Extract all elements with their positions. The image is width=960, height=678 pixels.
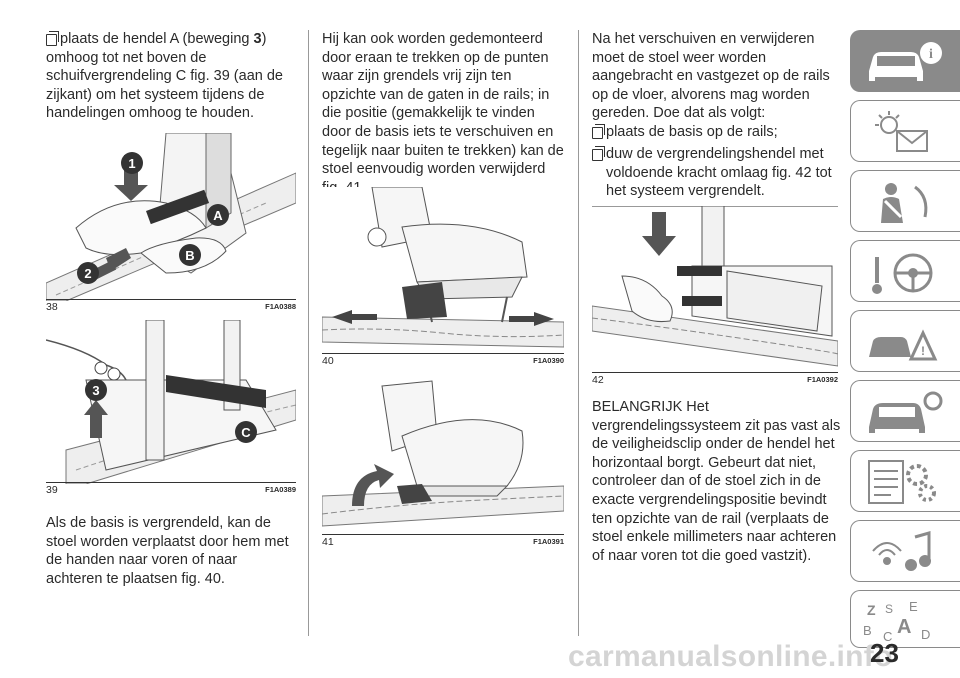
page-number: 23 bbox=[870, 638, 899, 668]
tab-car-info[interactable]: i bbox=[850, 30, 960, 92]
car-info-icon: i bbox=[869, 42, 942, 81]
svg-text:S: S bbox=[885, 602, 893, 616]
figure-39: 3 C 39 F1A0389 bbox=[46, 320, 296, 498]
svg-text:i: i bbox=[929, 47, 933, 62]
bullet-item: plaats de hendel A (beweging 3) bbox=[46, 30, 296, 49]
figure-code: F1A0389 bbox=[265, 485, 296, 494]
svg-text:3: 3 bbox=[92, 383, 99, 398]
svg-text:2: 2 bbox=[84, 266, 91, 281]
figure-number: 41 bbox=[322, 536, 334, 548]
figure-caption: 40 F1A0390 bbox=[322, 353, 564, 367]
seat-lock-clip-illustration: 3 C bbox=[46, 320, 296, 484]
paragraph: Hij kan ook worden gedemonteerd door era… bbox=[322, 31, 564, 196]
tab-warning-lights[interactable] bbox=[850, 100, 960, 162]
figure-code: F1A0388 bbox=[265, 302, 296, 311]
svg-text:!: ! bbox=[921, 344, 925, 358]
figure-number: 39 bbox=[46, 484, 58, 496]
svg-text:A: A bbox=[897, 616, 911, 638]
figure-number: 40 bbox=[322, 355, 334, 367]
tab-maintenance[interactable] bbox=[850, 380, 960, 442]
warning-lights-icon bbox=[875, 111, 928, 152]
bullet-text: plaats de hendel A (beweging bbox=[60, 31, 254, 47]
seat-lock-lever-illustration bbox=[592, 206, 838, 374]
paragraph: omhoog tot net boven de schuifvergrendel… bbox=[46, 49, 283, 122]
svg-text:C: C bbox=[883, 629, 892, 644]
tab-emergency[interactable]: ! bbox=[850, 310, 960, 372]
figure-caption: 38 F1A0388 bbox=[46, 299, 296, 313]
svg-text:D: D bbox=[921, 627, 930, 642]
paragraph: Als de basis is vergrendeld, kan de stoe… bbox=[46, 515, 289, 587]
figure-40: 40 F1A0390 bbox=[322, 187, 564, 369]
tab-driving[interactable] bbox=[850, 240, 960, 302]
figure-41: 41 F1A0391 bbox=[322, 376, 564, 550]
svg-text:B: B bbox=[185, 248, 194, 263]
figure-caption: 42 F1A0392 bbox=[592, 372, 838, 386]
tab-multimedia[interactable] bbox=[850, 520, 960, 582]
seat-removal-illustration bbox=[322, 376, 564, 536]
seat-slide-illustration bbox=[322, 187, 564, 357]
watermark: carmanualsonline.info bbox=[568, 640, 893, 673]
label-2-icon bbox=[77, 262, 99, 284]
label-1-icon bbox=[121, 152, 143, 174]
warning-paragraph: BELANGRIJK Het vergrendelingssysteem zit… bbox=[592, 399, 841, 564]
tab-index[interactable]: Z S E B C A D bbox=[850, 590, 960, 648]
index-icon: Z S E B C A D bbox=[863, 599, 930, 644]
label-c-icon bbox=[235, 421, 257, 443]
seat-base-lever-illustration: 1 A B 2 bbox=[46, 133, 296, 301]
label-3-icon bbox=[85, 379, 107, 401]
maintenance-icon bbox=[869, 391, 943, 433]
svg-text:Z: Z bbox=[867, 602, 876, 618]
bullet-item: plaats de basis op de rails; bbox=[592, 123, 842, 142]
safety-icon bbox=[881, 183, 928, 223]
svg-text:E: E bbox=[909, 599, 918, 614]
movement-number: 3 bbox=[253, 31, 262, 47]
figure-number: 42 bbox=[592, 374, 604, 386]
svg-text:B: B bbox=[863, 623, 872, 638]
figure-code: F1A0391 bbox=[533, 537, 564, 546]
technical-data-icon bbox=[868, 460, 936, 504]
column-divider bbox=[308, 30, 309, 636]
figure-code: F1A0390 bbox=[533, 356, 564, 365]
svg-text:1: 1 bbox=[128, 156, 135, 171]
figure-code: F1A0392 bbox=[807, 375, 838, 384]
figure-42: 42 F1A0392 bbox=[592, 206, 838, 388]
bullet-item: duw de vergrendelingshendel met voldoend… bbox=[592, 145, 842, 201]
multimedia-icon bbox=[872, 531, 931, 571]
paragraph: Na het verschuiven en verwijderen moet d… bbox=[592, 31, 830, 122]
driving-icon bbox=[872, 253, 933, 294]
figure-caption: 41 F1A0391 bbox=[322, 534, 564, 548]
figure-number: 38 bbox=[46, 301, 58, 313]
tab-safety[interactable] bbox=[850, 170, 960, 232]
column-divider bbox=[578, 30, 579, 636]
tab-technical-data[interactable] bbox=[850, 450, 960, 512]
svg-text:C: C bbox=[241, 425, 251, 440]
label-b-icon bbox=[179, 244, 201, 266]
figure-caption: 39 F1A0389 bbox=[46, 482, 296, 496]
emergency-icon: ! bbox=[869, 329, 938, 361]
figure-38: 1 A B 2 38 F1A0388 bbox=[46, 133, 296, 315]
svg-text:A: A bbox=[213, 208, 223, 223]
label-a-icon bbox=[207, 204, 229, 226]
bullet-text-close: ) bbox=[261, 31, 267, 47]
